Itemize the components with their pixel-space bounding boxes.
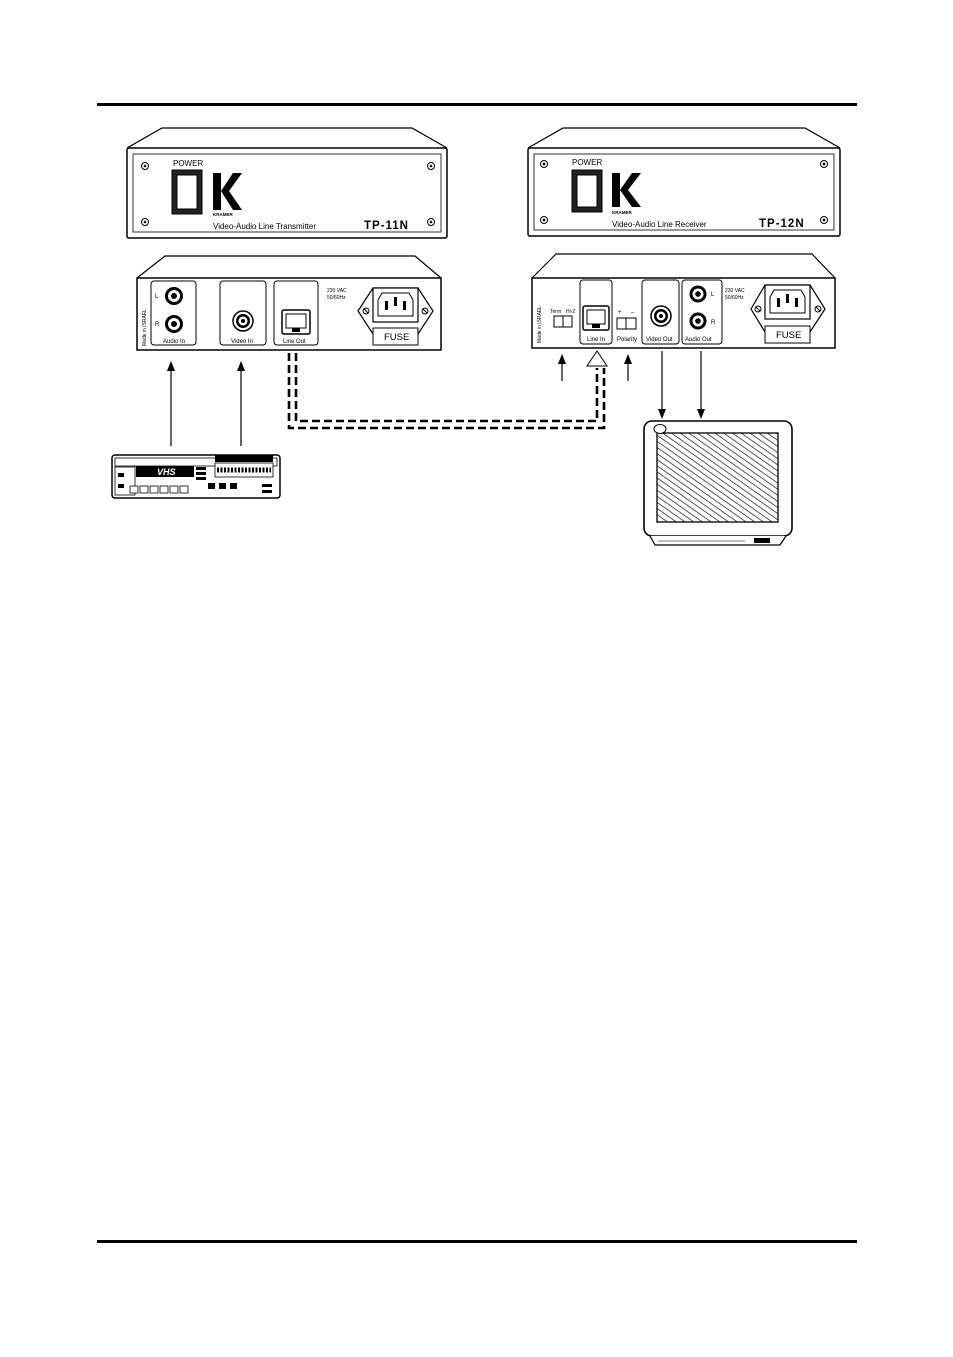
twisted-pair-cable: [289, 353, 604, 428]
svg-text:50/60Hz: 50/60Hz: [327, 295, 346, 301]
transmitter-rear-panel: Made in ISRAEL L R Audio In Video In Lin…: [137, 256, 441, 350]
video-in-label: Video In: [231, 339, 253, 345]
line-out-label: Line Out: [283, 339, 306, 345]
svg-text:+: +: [618, 310, 622, 316]
power-label: POWER: [572, 158, 602, 167]
svg-text:KRAMER: KRAMER: [213, 212, 233, 217]
video-out-label: Video Out: [646, 337, 673, 343]
rca-jack-icon[interactable]: [165, 315, 183, 333]
svg-text:Term: Term: [550, 309, 561, 315]
line-in-triangle-icon: [587, 351, 607, 366]
rca-jack-icon[interactable]: [690, 313, 707, 330]
rca-jack-icon[interactable]: [690, 286, 707, 303]
term-switch[interactable]: [554, 316, 572, 327]
receiver-front-panel: POWER KRAMER Video-Audio Line Receiver T…: [528, 128, 840, 236]
made-in-label: Made in ISRAEL: [142, 309, 148, 346]
fuse-label: FUSE: [776, 330, 801, 341]
line-in-label: Line In: [587, 337, 605, 343]
connection-arrows: [171, 351, 701, 446]
svg-text:Hi-Z: Hi-Z: [566, 309, 575, 315]
svg-text:230 VAC: 230 VAC: [725, 288, 745, 294]
vcr-display: [215, 455, 273, 477]
rj45-port-icon[interactable]: [583, 306, 609, 330]
bnc-connector-icon[interactable]: [233, 311, 253, 331]
svg-text:R: R: [711, 320, 716, 326]
svg-text:KRAMER: KRAMER: [612, 210, 632, 215]
power-switch[interactable]: [172, 170, 202, 214]
vhs-logo: VHS: [157, 467, 176, 477]
polarity-switch[interactable]: [617, 318, 636, 329]
rj45-port-icon[interactable]: [282, 310, 310, 334]
svg-text:50/60Hz: 50/60Hz: [725, 295, 744, 301]
model-name: TP-11N: [364, 220, 409, 232]
power-label: POWER: [173, 159, 203, 168]
svg-text:230 VAC: 230 VAC: [327, 288, 347, 294]
tv-screen: [657, 433, 778, 522]
receiver-rear-panel: Made in ISRAEL Term Hi-Z Line In + – Pol…: [532, 254, 835, 348]
audio-in-label: Audio In: [163, 339, 185, 345]
model-name: TP-12N: [759, 218, 805, 230]
svg-text:R: R: [155, 322, 160, 328]
transmitter-front-panel: POWER KRAMER Video-Audio Line Transmitte…: [127, 128, 447, 238]
device-description: Video-Audio Line Receiver: [612, 220, 707, 229]
device-description: Video-Audio Line Transmitter: [213, 222, 316, 231]
tv-indicator: [654, 425, 666, 434]
vcr-device: VHS: [112, 455, 280, 498]
bnc-connector-icon[interactable]: [651, 306, 671, 326]
polarity-label: Polarity: [617, 337, 637, 343]
rca-jack-icon[interactable]: [165, 287, 183, 305]
power-switch[interactable]: [572, 170, 602, 212]
made-in-label: Made in ISRAEL: [537, 306, 543, 343]
fuse-label: FUSE: [384, 332, 409, 343]
audio-out-label: Audio Out: [685, 337, 712, 343]
tv-monitor: [644, 421, 792, 545]
